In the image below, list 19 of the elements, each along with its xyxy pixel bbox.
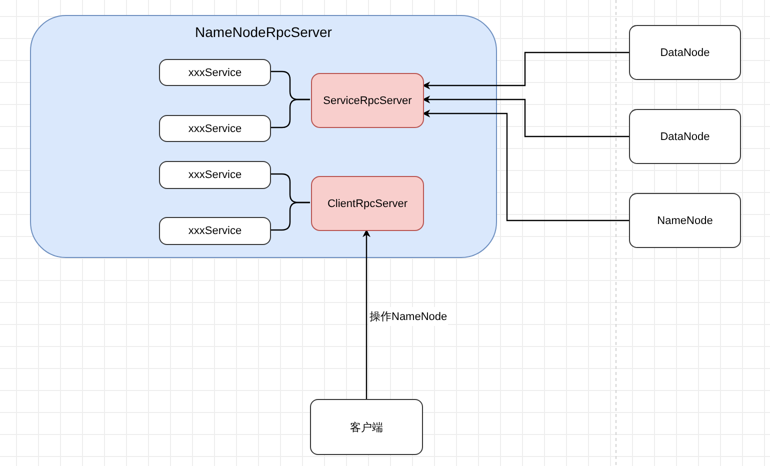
service-box: xxxService bbox=[159, 115, 271, 142]
process-box: 客户端 bbox=[310, 399, 423, 455]
process-box: DataNode bbox=[629, 25, 741, 80]
panel-title: NameNodeRpcServer bbox=[194, 24, 333, 40]
server-box: ClientRpcServer bbox=[311, 176, 424, 231]
process-box: NameNode bbox=[629, 193, 741, 248]
arrow bbox=[422, 110, 629, 222]
service-box: xxxService bbox=[159, 161, 271, 189]
process-box: DataNode bbox=[629, 109, 741, 164]
server-container bbox=[30, 15, 497, 258]
server-box: ServiceRpcServer bbox=[311, 73, 424, 128]
connector bbox=[270, 98, 310, 128]
arrow bbox=[422, 52, 629, 90]
service-box: xxxService bbox=[159, 217, 271, 245]
service-box: xxxService bbox=[159, 59, 271, 86]
arrow bbox=[422, 96, 629, 138]
arrow bbox=[362, 229, 370, 399]
connector bbox=[270, 202, 310, 231]
edge-label: 操作NameNode bbox=[368, 306, 448, 326]
